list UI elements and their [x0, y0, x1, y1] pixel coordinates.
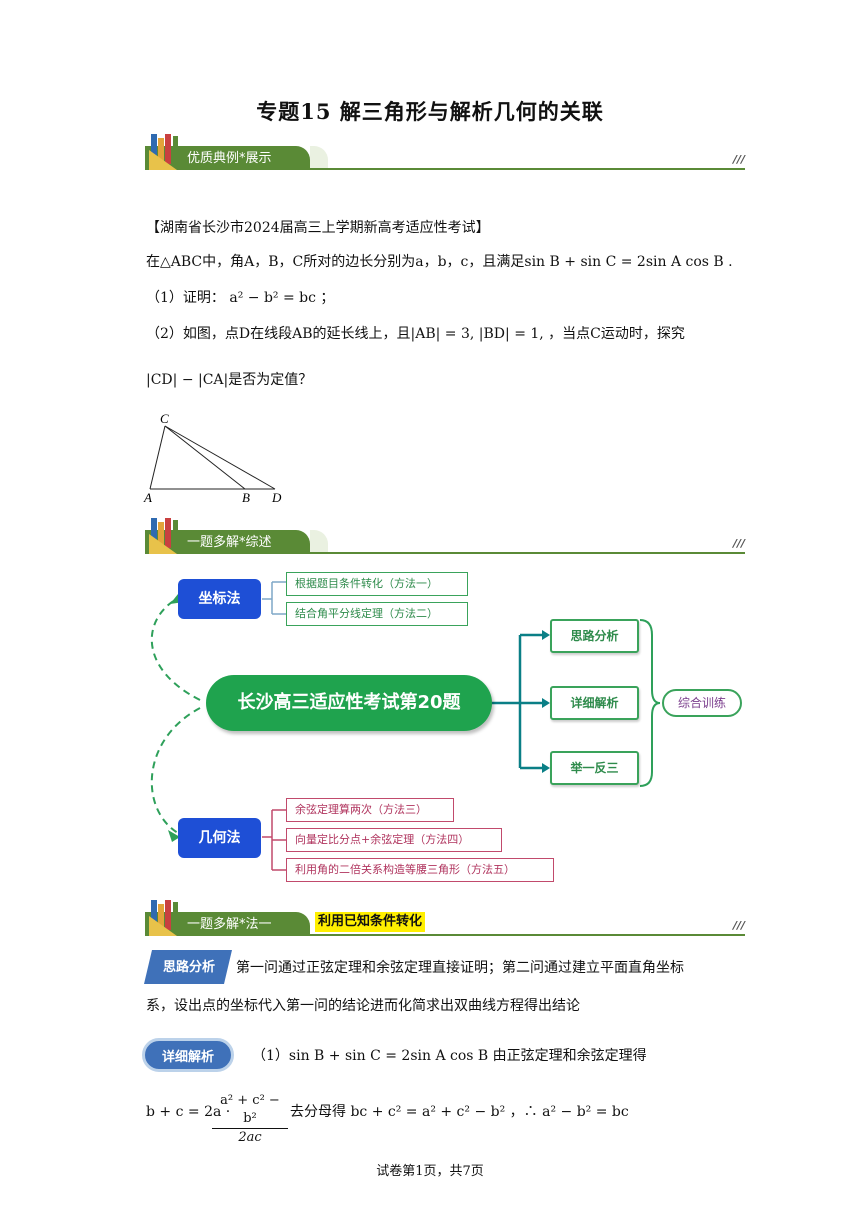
- extension-node: 举一反三: [550, 751, 639, 785]
- label-d: D: [271, 490, 282, 505]
- question-2-cont: |CD| − |CA|是否为定值？: [146, 372, 313, 388]
- books-icon: [149, 518, 178, 554]
- section-slash: ///: [732, 537, 745, 550]
- question-2: （2）如图，点D在线段AB的延长线上，且|AB| = 3, |BD| = 1, …: [146, 326, 685, 342]
- section-banner-overview: 一题多解*综述 ///: [145, 516, 745, 560]
- analysis-text: 第一问通过正弦定理和余弦定理直接证明；第二问通过建立平面直角坐标: [236, 960, 684, 976]
- triangle-figure: C A B D: [143, 411, 282, 505]
- solution-tag: 详细解析: [142, 1038, 234, 1072]
- solution-eq-lhs: b + c = 2a ·: [146, 1104, 231, 1120]
- method-3-node: 余弦定理算两次（方法三）: [286, 798, 454, 822]
- detailed-solution-node: 详细解析: [550, 686, 639, 720]
- idea-analysis-node: 思路分析: [550, 619, 639, 653]
- label-b: B: [242, 490, 250, 505]
- books-icon: [149, 134, 178, 170]
- section-title: 一题多解*法一: [187, 917, 272, 932]
- analysis-tag: 思路分析: [162, 960, 215, 975]
- problem-stem: 在△ABC中，角A，B，C所对的边长分别为a，b，c，且满足sin B + si…: [146, 254, 733, 270]
- fraction-numerator: a² + c² − b²: [212, 1092, 288, 1129]
- section-slash: ///: [732, 919, 745, 932]
- label-c: C: [160, 411, 169, 426]
- method-1-node: 根据题目条件转化（方法一）: [286, 572, 468, 596]
- section-subtitle: 利用已知条件转化: [315, 912, 426, 932]
- question-1: （1）证明： a² − b² = bc ；: [146, 290, 335, 306]
- section-slash: ///: [732, 153, 745, 166]
- solution-eq-fraction: a² + c² − b² 2ac: [212, 1092, 288, 1147]
- label-a: A: [143, 490, 152, 505]
- section-banner-showcase: 优质典例*展示 ///: [145, 132, 745, 176]
- analysis-text-cont: 系，设出点的坐标代入第一问的结论进而化简求出双曲线方程得出结论: [146, 998, 580, 1014]
- section-banner-method1: 一题多解*法一 利用已知条件转化 ///: [145, 898, 745, 942]
- method-4-node: 向量定比分点+余弦定理（方法四）: [286, 828, 502, 852]
- problem-source: 【湖南省长沙市2024届高三上学期新高考适应性考试】: [146, 220, 490, 236]
- method-5-node: 利用角的二倍关系构造等腰三角形（方法五）: [286, 858, 554, 882]
- coordinate-method-node: 坐标法: [178, 579, 261, 619]
- section-title: 一题多解*综述: [187, 535, 272, 550]
- solution-eq-rhs: 去分母得 bc + c² = a² + c² − b² ，∴ a² − b² =…: [290, 1104, 629, 1120]
- comprehensive-training-node: 综合训练: [662, 689, 742, 717]
- section-title: 优质典例*展示: [187, 151, 272, 166]
- mindmap-connectors: [150, 581, 661, 871]
- page-title: 专题15 解三角形与解析几何的关联: [256, 99, 604, 124]
- fraction-denominator: 2ac: [238, 1130, 262, 1145]
- books-icon: [149, 900, 178, 936]
- geometry-method-node: 几何法: [178, 818, 261, 858]
- center-topic-node: 长沙高三适应性考试第20题: [206, 675, 492, 731]
- solution-line-1: （1）sin B + sin C = 2sin A cos B 由正弦定理和余弦…: [252, 1048, 647, 1064]
- analysis-tag-shape: [144, 950, 232, 984]
- page-footer: 试卷第1页，共7页: [376, 1164, 484, 1179]
- method-2-node: 结合角平分线定理（方法二）: [286, 602, 468, 626]
